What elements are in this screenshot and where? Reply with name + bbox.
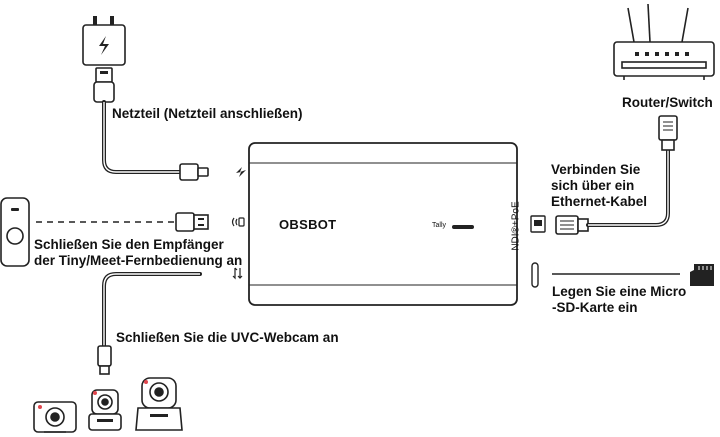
ethernet-label-line-2: sich über ein bbox=[551, 178, 635, 193]
receiver-port-icon bbox=[231, 217, 245, 227]
usb-dongle bbox=[175, 212, 209, 232]
ndi-poe-port-label: NDI®+PoE bbox=[510, 201, 522, 251]
ethernet-label: Verbinden Sie sich über ein Ethernet-Kab… bbox=[551, 162, 647, 210]
ethernet-port bbox=[530, 215, 546, 233]
webcam-icons bbox=[33, 377, 183, 433]
router-plug bbox=[658, 115, 678, 151]
receiver-label-line-1: Schließen Sie den Empfänger bbox=[34, 237, 224, 252]
receiver-label-line-2: der Tiny/Meet-Fernbedienung an bbox=[34, 253, 243, 268]
power-label: Netzteil (Netzteil anschließen) bbox=[112, 106, 303, 121]
ethernet-plug-icon bbox=[555, 215, 589, 235]
ethernet-label-line-3: Ethernet-Kabel bbox=[551, 194, 648, 209]
webcam-plug bbox=[97, 345, 112, 375]
sdcard-label-line-1: Legen Sie eine Micro bbox=[552, 284, 687, 299]
router-icon bbox=[613, 3, 715, 80]
router-label: Router/Switch bbox=[622, 95, 713, 110]
ethernet-label-line-1: Verbinden Sie bbox=[551, 162, 641, 177]
sdcard-label-line-2: -SD-Karte ein bbox=[552, 300, 638, 315]
webcam-tiny-icon bbox=[88, 389, 122, 431]
obsbot-device bbox=[248, 142, 518, 306]
webcam-meet-icon bbox=[33, 401, 77, 433]
power-adapter-icon bbox=[82, 16, 126, 103]
remote-receiver-icon bbox=[0, 197, 30, 267]
device-brand-logo: OBSBOT bbox=[279, 217, 337, 232]
webcam-tail-icon bbox=[135, 377, 183, 431]
webcam-label: Schließen Sie die UVC-Webcam an bbox=[116, 330, 339, 345]
receiver-label: Schließen Sie den Empfänger der Tiny/Mee… bbox=[34, 237, 242, 269]
sd-card-icon bbox=[690, 264, 714, 286]
usb-port-icon bbox=[232, 267, 243, 280]
power-plug bbox=[179, 163, 209, 181]
sd-slot bbox=[531, 262, 539, 288]
tally-label: Tally bbox=[432, 222, 447, 229]
power-port-icon bbox=[236, 167, 246, 177]
sdcard-label: Legen Sie eine Micro -SD-Karte ein bbox=[552, 284, 686, 316]
